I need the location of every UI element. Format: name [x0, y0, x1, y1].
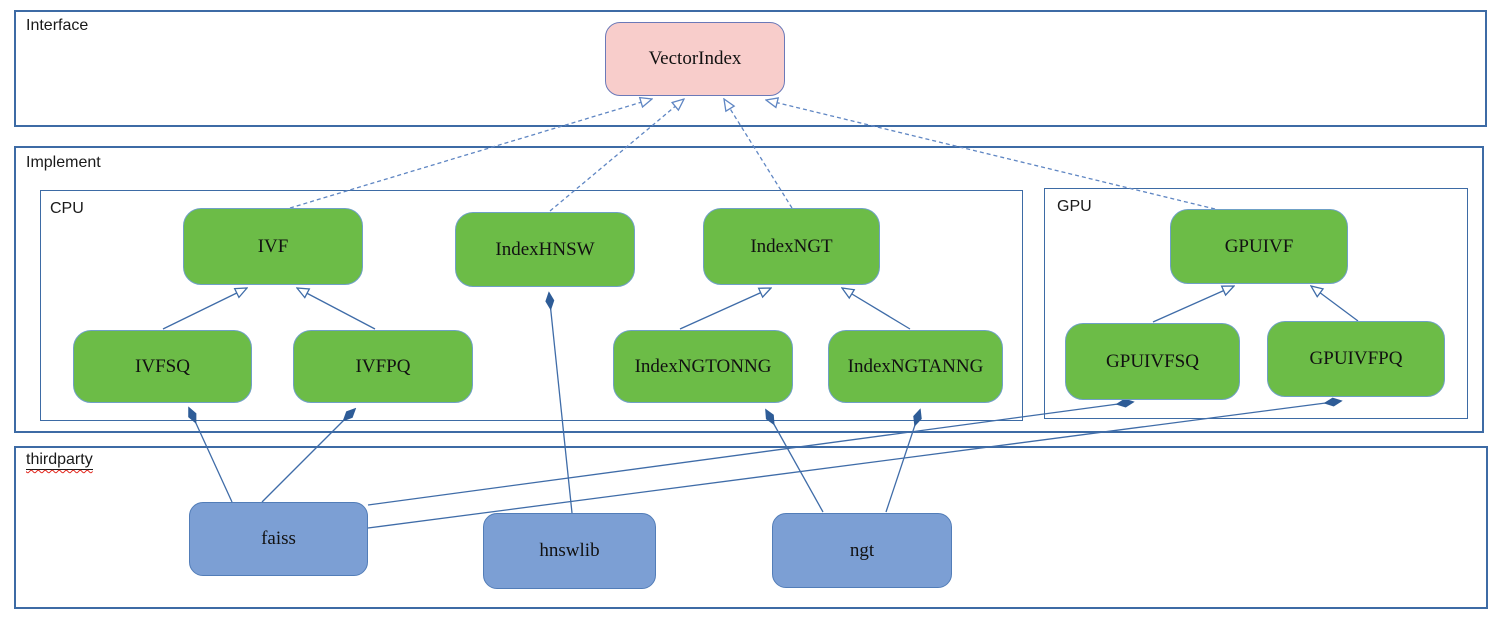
node-indexngt[interactable]: IndexNGT: [703, 208, 880, 285]
node-gpuivf[interactable]: GPUIVF: [1170, 209, 1348, 284]
node-ivfsq-label: IVFSQ: [135, 355, 190, 377]
node-ivf-label: IVF: [257, 235, 289, 257]
node-faiss[interactable]: faiss: [189, 502, 368, 576]
cpu-label: CPU: [50, 200, 84, 217]
node-indexngtonng[interactable]: IndexNGTONNG: [613, 330, 793, 403]
node-gpuivf-label: GPUIVF: [1224, 235, 1294, 257]
node-vectorindex[interactable]: VectorIndex: [605, 22, 785, 96]
node-faiss-label: faiss: [261, 528, 296, 549]
node-gpuivfsq[interactable]: GPUIVFSQ: [1065, 323, 1240, 400]
node-indexngtanng[interactable]: IndexNGTANNG: [828, 330, 1003, 403]
interface-label: Interface: [26, 17, 89, 34]
node-ivfpq[interactable]: IVFPQ: [293, 330, 473, 403]
node-indexngtonng-label: IndexNGTONNG: [634, 355, 772, 377]
node-indexhnsw-label: IndexHNSW: [495, 238, 595, 260]
node-hnswlib-label: hnswlib: [539, 540, 600, 561]
node-gpuivfpq-label: GPUIVFPQ: [1309, 348, 1403, 369]
node-indexhnsw[interactable]: IndexHNSW: [455, 212, 635, 287]
node-vectorindex-label: VectorIndex: [648, 48, 742, 69]
node-ivfpq-label: IVFPQ: [355, 355, 411, 377]
node-ngt[interactable]: ngt: [772, 513, 952, 588]
gpu-label: GPU: [1057, 198, 1092, 215]
node-gpuivfsq-label: GPUIVFSQ: [1106, 350, 1199, 372]
implement-label: Implement: [26, 154, 101, 171]
node-indexngt-label: IndexNGT: [750, 235, 833, 257]
node-gpuivfpq[interactable]: GPUIVFPQ: [1267, 321, 1445, 397]
thirdparty-label-text: thirdparty: [26, 451, 93, 470]
node-hnswlib[interactable]: hnswlib: [483, 513, 656, 589]
thirdparty-label: thirdparty: [26, 451, 93, 470]
node-ngt-label: ngt: [849, 539, 875, 561]
node-ivf[interactable]: IVF: [183, 208, 363, 285]
node-indexngtanng-label: IndexNGTANNG: [847, 355, 984, 377]
node-ivfsq[interactable]: IVFSQ: [73, 330, 252, 403]
